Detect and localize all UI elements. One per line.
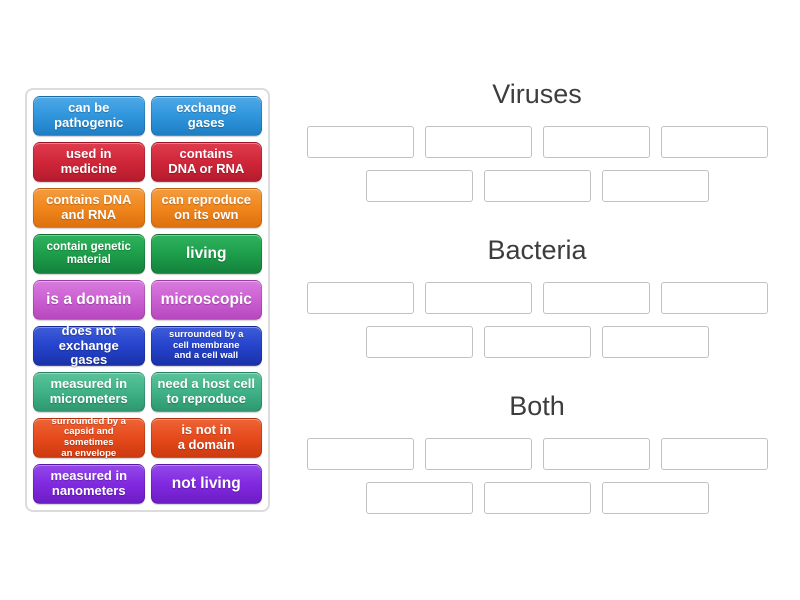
drop-slot[interactable]: [424, 126, 532, 158]
drop-slot[interactable]: [306, 438, 414, 470]
tile-label: does not exchange gases: [58, 323, 119, 368]
tile-exchange-gases[interactable]: exchange gases: [150, 96, 262, 136]
tile-label: contain genetic material: [46, 241, 131, 266]
tile-label: is a domain: [46, 291, 132, 309]
tile-label: living: [186, 245, 227, 263]
tile-label: exchange gases: [176, 100, 237, 130]
tile-need-host-cell[interactable]: need a host cell to reproduce: [150, 372, 262, 412]
slot-row: [303, 438, 771, 470]
tile-label: can be pathogenic: [54, 100, 124, 130]
drop-slot[interactable]: [660, 126, 768, 158]
drop-slot[interactable]: [542, 438, 650, 470]
drop-slot[interactable]: [542, 126, 650, 158]
tile-label: surrounded by a capsid and sometimes an …: [51, 415, 126, 459]
tile-contains-dna-and-rna[interactable]: contains DNA and RNA: [33, 188, 145, 228]
tile-label: contains DNA and RNA: [46, 192, 132, 222]
drop-slot[interactable]: [365, 482, 473, 514]
drop-slot[interactable]: [424, 282, 532, 314]
tile-label: measured in micrometers: [49, 376, 128, 406]
drop-slot[interactable]: [365, 326, 473, 358]
drop-slot[interactable]: [660, 438, 768, 470]
tile-microscopic[interactable]: microscopic: [150, 280, 262, 320]
tile-label: is not in a domain: [177, 422, 235, 452]
tile-can-be-pathogenic[interactable]: can be pathogenic: [33, 96, 145, 136]
tile-label: need a host cell to reproduce: [157, 376, 256, 406]
tile-used-in-medicine[interactable]: used in medicine: [33, 142, 145, 182]
drop-slot[interactable]: [483, 482, 591, 514]
tile-does-not-exchange-gases[interactable]: does not exchange gases: [33, 323, 145, 368]
tile-label: not living: [171, 475, 241, 493]
slot-row: [303, 126, 771, 158]
drop-slot[interactable]: [424, 438, 532, 470]
tile-bank-panel: can be pathogenic exchange gases used in…: [25, 88, 270, 512]
category-group-viruses: Viruses: [303, 78, 771, 202]
slot-row: [303, 170, 771, 202]
category-group-bacteria: Bacteria: [303, 234, 771, 358]
drop-slot[interactable]: [306, 282, 414, 314]
tile-contain-genetic-material[interactable]: contain genetic material: [33, 234, 145, 274]
tile-label: can reproduce on its own: [161, 192, 252, 222]
drop-slot[interactable]: [601, 482, 709, 514]
tile-label: surrounded by a cell membrane and a cell…: [169, 329, 244, 362]
drop-slot[interactable]: [306, 126, 414, 158]
drop-slot[interactable]: [601, 326, 709, 358]
category-group-both: Both: [303, 390, 771, 514]
tile-can-reproduce-on-its-own[interactable]: can reproduce on its own: [150, 188, 262, 228]
tile-is-not-in-a-domain[interactable]: is not in a domain: [150, 418, 262, 458]
slot-row: [303, 482, 771, 514]
category-title-viruses: Viruses: [492, 79, 582, 109]
slot-row: [303, 326, 771, 358]
category-title-bacteria: Bacteria: [487, 235, 587, 265]
drop-slot[interactable]: [542, 282, 650, 314]
tile-not-living[interactable]: not living: [150, 464, 262, 504]
drop-slot[interactable]: [483, 170, 591, 202]
tile-cell-membrane-cell-wall[interactable]: surrounded by a cell membrane and a cell…: [150, 326, 262, 366]
slot-row: [303, 282, 771, 314]
tile-label: measured in nanometers: [50, 468, 128, 498]
tile-capsid-envelope[interactable]: surrounded by a capsid and sometimes an …: [33, 415, 145, 459]
tile-label: contains DNA or RNA: [168, 146, 245, 176]
tile-is-a-domain[interactable]: is a domain: [33, 280, 145, 320]
tile-label: used in medicine: [60, 146, 117, 176]
tile-contains-dna-or-rna[interactable]: contains DNA or RNA: [150, 142, 262, 182]
drop-slot[interactable]: [483, 326, 591, 358]
drop-slot[interactable]: [660, 282, 768, 314]
tile-measured-in-nanometers[interactable]: measured in nanometers: [33, 464, 145, 504]
drop-slot[interactable]: [601, 170, 709, 202]
category-title-both: Both: [509, 391, 565, 421]
tile-label: microscopic: [160, 291, 252, 309]
tile-living[interactable]: living: [150, 234, 262, 274]
tile-measured-in-micrometers[interactable]: measured in micrometers: [33, 372, 145, 412]
drop-slot[interactable]: [365, 170, 473, 202]
